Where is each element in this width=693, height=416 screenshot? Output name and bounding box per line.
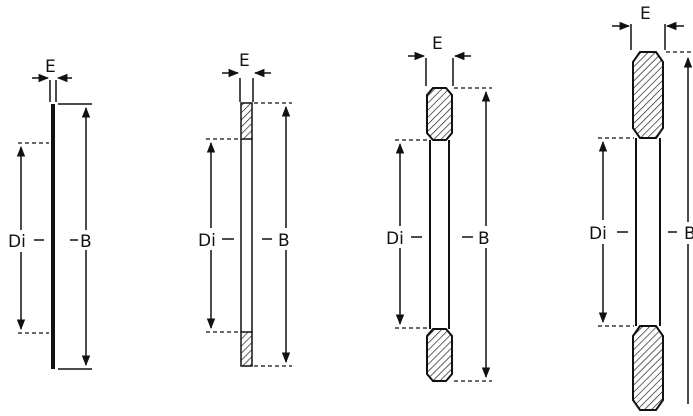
washer-2-bottom-section xyxy=(240,331,253,367)
width-label: E xyxy=(45,57,56,77)
inner-diameter-label: Di xyxy=(198,231,216,251)
outer-diameter-label: B xyxy=(478,229,490,249)
washer-3-top-section xyxy=(426,87,453,141)
width-label: E xyxy=(239,51,250,71)
inner-diameter-label: Di xyxy=(386,229,404,249)
inner-diameter-label: Di xyxy=(8,232,26,252)
washer-1-body xyxy=(51,104,55,369)
outer-diameter-label: B xyxy=(80,232,92,252)
washer-1: E B Di xyxy=(8,57,92,370)
outer-diameter-label: B xyxy=(684,224,693,244)
washer-2: E B Di xyxy=(198,51,292,367)
width-label: E xyxy=(432,34,443,54)
washer-4-bottom-section xyxy=(632,325,664,411)
outer-diameter-label: B xyxy=(278,231,290,251)
washer-3: E B Di xyxy=(386,34,492,382)
width-label: E xyxy=(640,4,651,24)
washer-2-top-section xyxy=(240,102,253,140)
washer-4: E B Di xyxy=(589,4,693,411)
inner-diameter-label: Di xyxy=(589,224,607,244)
washer-3-bottom-section xyxy=(426,328,453,382)
washer-4-top-section xyxy=(632,51,664,139)
